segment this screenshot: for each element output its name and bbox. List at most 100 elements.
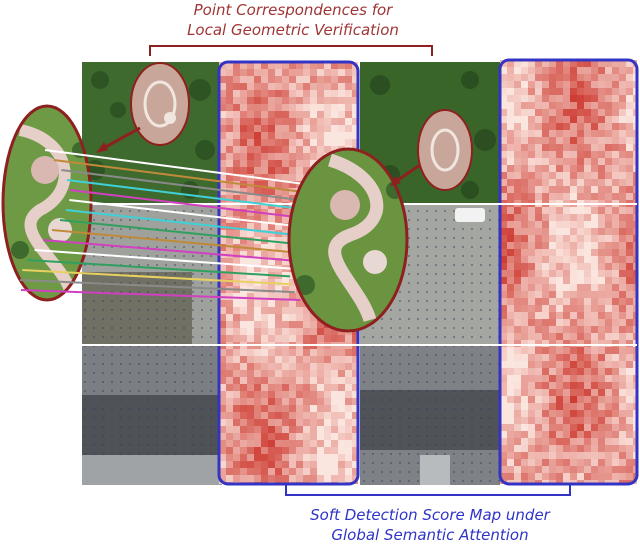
score-cell: [247, 167, 254, 174]
score-cell: [619, 333, 626, 340]
score-cell: [261, 76, 268, 83]
score-cell: [500, 144, 507, 151]
score-cell: [331, 440, 338, 447]
score-cell: [612, 452, 619, 459]
score-cell: [570, 235, 577, 242]
score-cell: [303, 69, 310, 76]
score-cell: [591, 347, 598, 354]
score-cell: [605, 326, 612, 333]
score-cell: [226, 244, 233, 251]
score-cell: [570, 270, 577, 277]
score-cell: [577, 284, 584, 291]
score-cell: [247, 349, 254, 356]
score-cell: [275, 132, 282, 139]
score-cell: [233, 83, 240, 90]
score-cell: [303, 62, 310, 69]
score-cell: [570, 249, 577, 256]
score-cell: [282, 377, 289, 384]
score-cell: [268, 300, 275, 307]
score-cell: [507, 277, 514, 284]
score-cell: [535, 424, 542, 431]
score-cell: [619, 67, 626, 74]
score-cell: [261, 97, 268, 104]
score-cell: [219, 209, 226, 216]
score-cell: [605, 417, 612, 424]
score-cell: [584, 102, 591, 109]
score-cell: [500, 109, 507, 116]
score-cell: [310, 97, 317, 104]
score-cell: [352, 468, 358, 475]
score-cell: [542, 375, 549, 382]
correspondence-line: [69, 189, 333, 223]
score-cell: [542, 109, 549, 116]
score-cell: [261, 146, 268, 153]
score-cell: [240, 174, 247, 181]
score-cell: [282, 146, 289, 153]
score-cell: [633, 88, 637, 95]
correspondence-line: [43, 239, 295, 262]
score-cell: [261, 440, 268, 447]
score-cell: [514, 172, 521, 179]
score-cell: [331, 90, 338, 97]
score-cell: [521, 256, 528, 263]
score-cell: [612, 207, 619, 214]
score-cell: [317, 377, 324, 384]
score-cell: [345, 447, 352, 454]
score-cell: [310, 146, 317, 153]
score-cell: [310, 370, 317, 377]
score-cell: [310, 405, 317, 412]
score-cell: [528, 305, 535, 312]
score-cell: [310, 153, 317, 160]
score-cell: [324, 461, 331, 468]
score-cell: [507, 74, 514, 81]
score-cell: [240, 125, 247, 132]
score-cell: [619, 459, 626, 466]
score-cell: [282, 307, 289, 314]
score-cell: [598, 354, 605, 361]
score-cell: [310, 384, 317, 391]
score-cell: [268, 97, 275, 104]
score-cell: [521, 207, 528, 214]
score-cell: [549, 228, 556, 235]
score-cell: [612, 130, 619, 137]
score-cell: [591, 389, 598, 396]
score-cell: [605, 291, 612, 298]
score-cell: [612, 431, 619, 438]
score-cell: [317, 146, 324, 153]
score-cell: [598, 221, 605, 228]
score-cell: [563, 347, 570, 354]
score-cell: [556, 431, 563, 438]
score-cell: [598, 284, 605, 291]
score-cell: [247, 328, 254, 335]
score-cell: [605, 137, 612, 144]
score-cell: [633, 298, 637, 305]
score-cell: [345, 335, 352, 342]
score-cell: [584, 242, 591, 249]
score-cell: [317, 447, 324, 454]
score-cell: [535, 207, 542, 214]
score-cell: [556, 340, 563, 347]
score-cell: [240, 440, 247, 447]
score-cell: [268, 328, 275, 335]
score-cell: [556, 186, 563, 193]
score-cell: [500, 466, 507, 473]
score-cell: [612, 466, 619, 473]
score-cell: [591, 354, 598, 361]
score-cell: [275, 412, 282, 419]
score-cell: [268, 307, 275, 314]
score-cell: [591, 382, 598, 389]
score-cell: [584, 228, 591, 235]
score-cell: [514, 403, 521, 410]
score-cell: [619, 347, 626, 354]
score-cell: [591, 130, 598, 137]
score-cell: [296, 62, 303, 69]
score-cell: [303, 447, 310, 454]
score-cell: [577, 305, 584, 312]
score-cell: [556, 382, 563, 389]
score-cell: [303, 475, 310, 482]
score-cell: [619, 361, 626, 368]
score-cell: [598, 74, 605, 81]
score-cell: [247, 335, 254, 342]
correspondence-line: [51, 229, 301, 254]
score-cell: [549, 445, 556, 452]
